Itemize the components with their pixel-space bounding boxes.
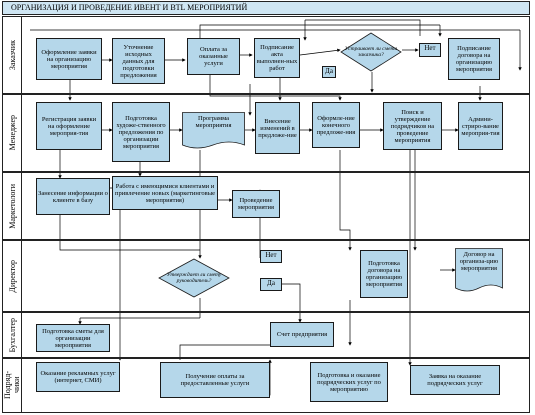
node-p1: Оказание рекламных услуг (интернет, СМИ) xyxy=(36,362,120,392)
lane-label-marketolog: Маркетологи xyxy=(7,183,17,229)
lane-menedzher: Менеджер xyxy=(2,94,530,172)
lane-zakazchik: Заказчик xyxy=(2,16,530,94)
decision-direktor-label: Утверждает ли смету руководитель? xyxy=(166,272,222,284)
node-m6: Поиск и утверждение подрядчиков на прове… xyxy=(383,102,442,150)
answer-zakazchik-yes: Да xyxy=(322,66,336,78)
node-m2: Подготовка художе-ственного предложения … xyxy=(112,102,170,162)
diagram-title: ОРГАНИЗАЦИЯ И ПРОВЕДЕНИЕ ИВЕНТ И BTL МЕР… xyxy=(2,1,530,15)
lane-label-podryadchiki: Подряд- чики xyxy=(3,371,21,400)
lane-label-menedzher: Менеджер xyxy=(7,115,17,151)
node-m5: Оформле-ние конечного предложе-ния xyxy=(312,102,360,148)
lane-buhgalter: Бухгалтер xyxy=(2,312,530,358)
node-mk3: Проведение мероприятия xyxy=(232,190,280,218)
node-d2: Договор на организа-цию мероприятия xyxy=(455,248,503,296)
node-d2-label: Договор на организа-цию мероприятия xyxy=(459,251,499,272)
node-p2: Получение оплаты за предоставленные услу… xyxy=(160,362,270,398)
node-b1: Подготовка сметы для организации меропри… xyxy=(36,324,110,352)
node-m1: Регистрация заявки на оформление меропри… xyxy=(36,102,102,150)
lane-label-direktor: Директор xyxy=(7,259,17,293)
node-m4: Внесение изменений в предложе-ние xyxy=(255,102,300,154)
lane-label-zakazchik: Заказчик xyxy=(7,39,17,71)
answer-direktor-no: Нет xyxy=(260,250,282,263)
node-z1: Оформление заявки на организацию меропри… xyxy=(36,38,102,80)
lane-marketolog: Маркетологи xyxy=(2,172,530,240)
node-z2: Уточнение исходных данных для подготовки… xyxy=(112,38,165,84)
node-z5: Подписание договора на организацию мероп… xyxy=(448,38,500,80)
answer-zakazchik-no: Нет xyxy=(419,43,441,57)
node-d1: Подготовка договора на организацию мероп… xyxy=(360,250,408,298)
node-mk2: Работа с имеющимися клиентами и привлече… xyxy=(112,176,218,210)
node-m3: Программа мероприятия xyxy=(182,112,245,152)
decision-zakazchik: Устраивает ли смета заказчика? xyxy=(340,32,402,72)
decision-direktor: Утверждает ли смету руководитель? xyxy=(158,258,230,298)
node-z3: Оплата за оказанные услуги xyxy=(187,38,240,75)
node-b2: Счет предприятия xyxy=(270,322,334,347)
decision-zakazchik-label: Устраивает ли смета заказчика? xyxy=(344,46,398,58)
node-p3: Подготовка и оказание подрядческих услуг… xyxy=(310,362,388,402)
lane-label-buhgalter: Бухгалтер xyxy=(7,317,17,353)
node-m3-label: Программа мероприятия xyxy=(195,115,232,129)
answer-direktor-yes: Да xyxy=(260,278,282,291)
lane-direktor: Директор xyxy=(2,240,530,312)
lane-podryadchiki: Подряд- чики xyxy=(2,358,530,413)
node-p4: Заявка на оказание подрядческих услуг xyxy=(410,365,500,395)
node-m7: Админи-стриро-вание мероприя-тия xyxy=(458,102,503,150)
node-z4: Подписание акта выполнен-ных работ xyxy=(254,38,300,78)
node-mk1: Занесение информации о клиенте в базу xyxy=(36,178,110,215)
